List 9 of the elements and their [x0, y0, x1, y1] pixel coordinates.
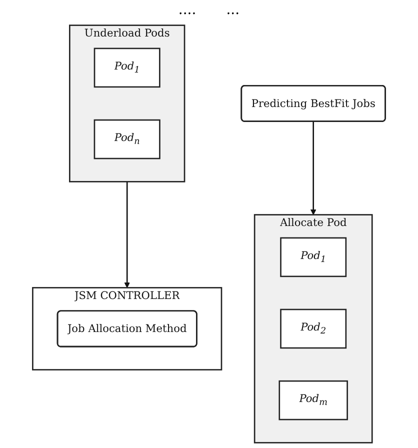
ellipsis-text: .... [178, 2, 196, 18]
ellipsis-text: ... [226, 2, 240, 18]
arrow [310, 121, 316, 216]
node-box: Pod$_{n}$ [94, 119, 160, 160]
node-box: Pod$_{1}$ [280, 237, 347, 278]
node-box: Pod$_{2}$ [280, 308, 347, 349]
node-box: Pod$_{m}$ [278, 380, 348, 420]
node-box: Pod$_{1}$ [94, 48, 160, 88]
arrow [124, 182, 130, 288]
